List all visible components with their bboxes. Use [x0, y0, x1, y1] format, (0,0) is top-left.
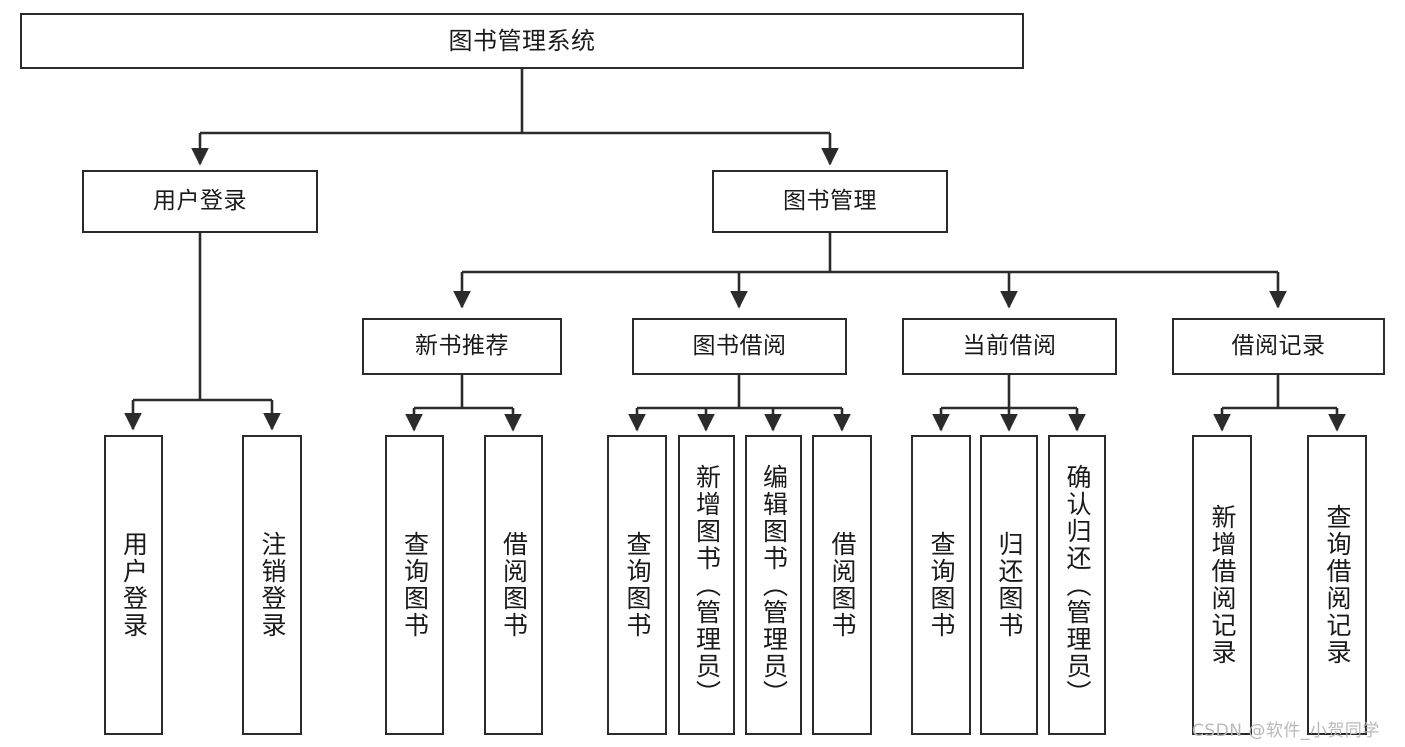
- leaf-add-borrow-record[interactable]: 新增借阅记录: [1192, 435, 1252, 735]
- node-label: 查询图书: [927, 531, 956, 639]
- node-label: 图书管理系统: [448, 27, 596, 55]
- node-label: 查询图书: [400, 531, 430, 639]
- node-book-manage[interactable]: 图书管理: [712, 170, 948, 233]
- leaf-user-login[interactable]: 用户登录: [104, 435, 163, 735]
- node-label: 编辑图书（管理员）: [759, 463, 789, 707]
- node-label: 新增借阅记录: [1208, 504, 1237, 666]
- leaf-borrow-book-1[interactable]: 借阅图书: [484, 435, 543, 735]
- node-label: 注销登录: [258, 531, 287, 639]
- node-book-borrow[interactable]: 图书借阅: [632, 318, 847, 375]
- node-label: 借阅图书: [828, 531, 857, 639]
- leaf-borrow-book-2[interactable]: 借阅图书: [812, 435, 872, 735]
- node-label: 借阅图书: [499, 531, 529, 639]
- node-borrow-record[interactable]: 借阅记录: [1172, 318, 1385, 375]
- leaf-logout-login[interactable]: 注销登录: [242, 435, 302, 735]
- leaf-edit-book-admin[interactable]: 编辑图书（管理员）: [745, 435, 802, 735]
- node-root-system[interactable]: 图书管理系统: [20, 13, 1024, 69]
- node-current-borrow[interactable]: 当前借阅: [902, 318, 1117, 375]
- node-label: 归还图书: [995, 531, 1024, 639]
- node-label: 确认归还（管理员）: [1063, 463, 1092, 707]
- node-new-book-recommend[interactable]: 新书推荐: [362, 318, 562, 375]
- node-label: 新书推荐: [415, 333, 509, 359]
- leaf-query-borrow-record[interactable]: 查询借阅记录: [1307, 435, 1367, 735]
- leaf-query-book-2[interactable]: 查询图书: [607, 435, 667, 735]
- node-label: 当前借阅: [962, 333, 1057, 359]
- leaf-confirm-return-admin[interactable]: 确认归还（管理员）: [1048, 435, 1106, 735]
- leaf-add-book-admin[interactable]: 新增图书（管理员）: [678, 435, 735, 735]
- leaf-query-book-3[interactable]: 查询图书: [911, 435, 971, 735]
- node-label: 查询图书: [623, 531, 652, 639]
- csdn-watermark: CSDN @软件_小贺同学: [1192, 721, 1380, 741]
- leaf-query-book-1[interactable]: 查询图书: [385, 435, 444, 735]
- leaf-return-book[interactable]: 归还图书: [980, 435, 1038, 735]
- node-label: 借阅记录: [1231, 333, 1326, 359]
- node-label: 用户登录: [153, 188, 247, 214]
- node-label: 图书借阅: [692, 333, 787, 359]
- node-label: 查询借阅记录: [1323, 504, 1352, 666]
- node-user-login[interactable]: 用户登录: [82, 170, 318, 233]
- node-label: 用户登录: [119, 531, 149, 639]
- node-label: 新增图书（管理员）: [692, 463, 722, 707]
- node-label: 图书管理: [783, 188, 877, 214]
